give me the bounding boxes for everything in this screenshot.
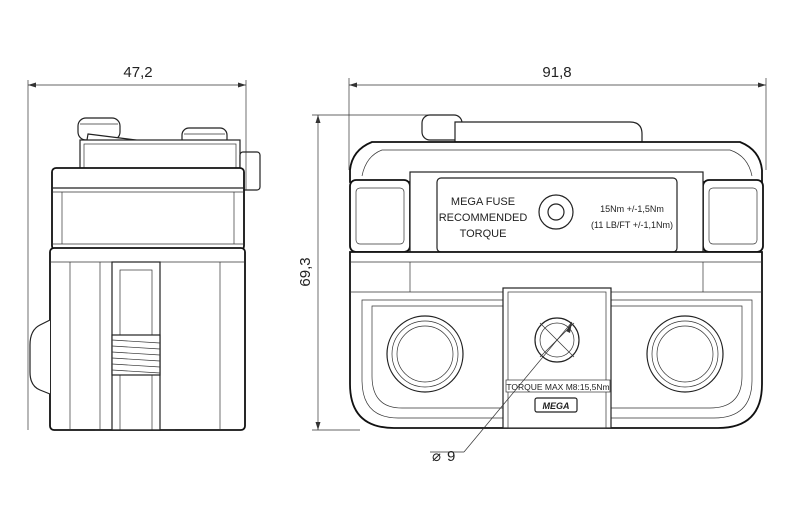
diameter-callout: ⌀ 9 (430, 321, 573, 465)
front-width-label: 91,8 (542, 64, 571, 81)
side-view (29, 117, 261, 431)
torque-max-label: TORQUE MAX M8:15,5Nm (506, 382, 609, 392)
screw-thread-icon (111, 334, 161, 376)
diameter-symbol: ⌀ (432, 448, 441, 465)
right-bolt-hole-icon (646, 315, 724, 393)
fuse-line-3: TORQUE (460, 228, 507, 240)
fuse-line-1: MEGA FUSE (451, 196, 515, 208)
brand-logo-text: MEGA (543, 401, 570, 411)
front-view: MEGA FUSE RECOMMENDED TORQUE 15Nm +/-1,5… (349, 114, 764, 429)
dimension-side-width: 47,2 (27, 64, 247, 430)
dimension-height: 69,3 (297, 114, 440, 431)
brand-logo: MEGA (534, 397, 578, 413)
side-width-label: 47,2 (123, 64, 152, 81)
torque-line-1: 15Nm +/-1,5Nm (600, 204, 664, 214)
diameter-value: 9 (447, 448, 455, 465)
torque-line-2: (11 LB/FT +/-1,1Nm) (591, 220, 673, 230)
height-label: 69,3 (297, 257, 314, 286)
left-bolt-hole-icon (386, 315, 464, 393)
fuse-line-2: RECOMMENDED (439, 212, 528, 224)
dimension-front-width: 91,8 (348, 64, 767, 170)
